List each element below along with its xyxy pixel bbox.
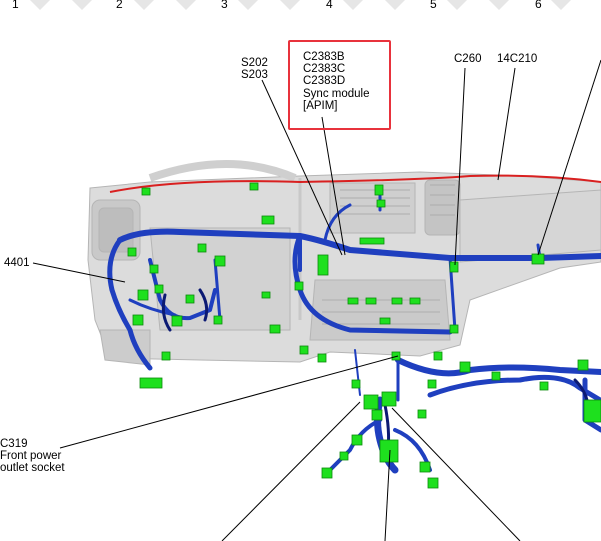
grid-number: 2	[116, 0, 123, 11]
label-c2383d: C2383D	[303, 75, 346, 87]
label-s203: S203	[241, 69, 268, 81]
sync-module-callout-box	[288, 40, 391, 130]
grid-number: 3	[221, 0, 228, 11]
grid-number: 4	[326, 0, 333, 11]
label-c2383b: C2383B	[303, 51, 345, 63]
leader-lines	[32, 59, 601, 541]
label-front-power: Front power	[0, 450, 62, 462]
label-c2383c: C2383C	[303, 63, 346, 75]
label-14c210: 14C210	[497, 53, 538, 65]
label-outlet-socket: outlet socket	[0, 462, 65, 474]
label-sync-module: Sync module	[303, 88, 370, 100]
label-c319: C319	[0, 438, 28, 450]
grid-header-markers	[30, 0, 571, 10]
label-4401: 4401	[4, 257, 30, 269]
label-apim: [APIM]	[303, 100, 338, 112]
grid-number: 5	[430, 0, 437, 11]
connectors	[127, 182, 601, 489]
label-s202: S202	[241, 57, 268, 69]
grid-number: 1	[12, 0, 19, 11]
instrument-panel	[87, 160, 601, 366]
grid-number: 6	[535, 0, 542, 11]
red-wire	[109, 174, 601, 193]
label-c260: C260	[454, 53, 482, 65]
